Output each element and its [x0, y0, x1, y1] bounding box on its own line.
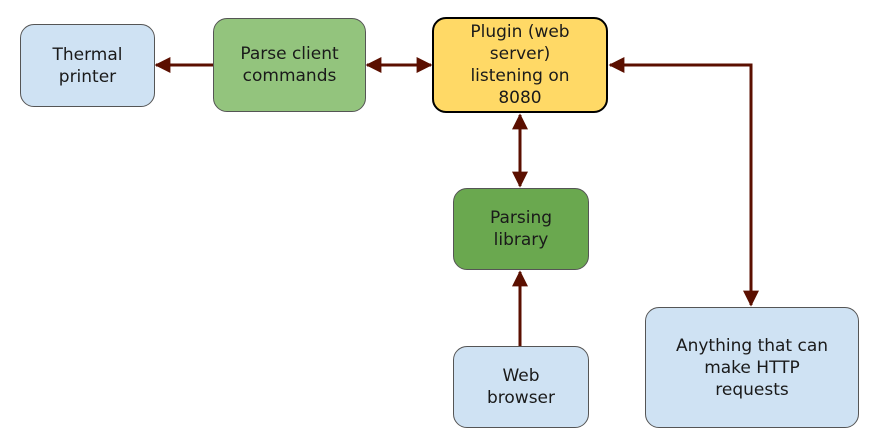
http-clients-label: Anything that can make HTTP requests [675, 335, 829, 400]
plugin-web-server-label: Plugin (web server) listening on 8080 [470, 22, 570, 108]
parse-client-commands-node: Parse client commands [213, 18, 366, 112]
http-clients-node: Anything that can make HTTP requests [645, 307, 859, 428]
parsing-library-node: Parsing library [453, 188, 589, 270]
thermal-printer-node: Thermal printer [20, 24, 155, 107]
parse-client-commands-label: Parse client commands [240, 44, 339, 86]
web-browser-node: Web browser [453, 346, 589, 428]
plugin-web-server-node: Plugin (web server) listening on 8080 [432, 17, 608, 113]
parsing-library-label: Parsing library [489, 208, 553, 250]
web-browser-label: Web browser [486, 366, 556, 408]
thermal-printer-label: Thermal printer [52, 44, 123, 87]
arrow-plugin-http-clients [608, 57, 759, 307]
